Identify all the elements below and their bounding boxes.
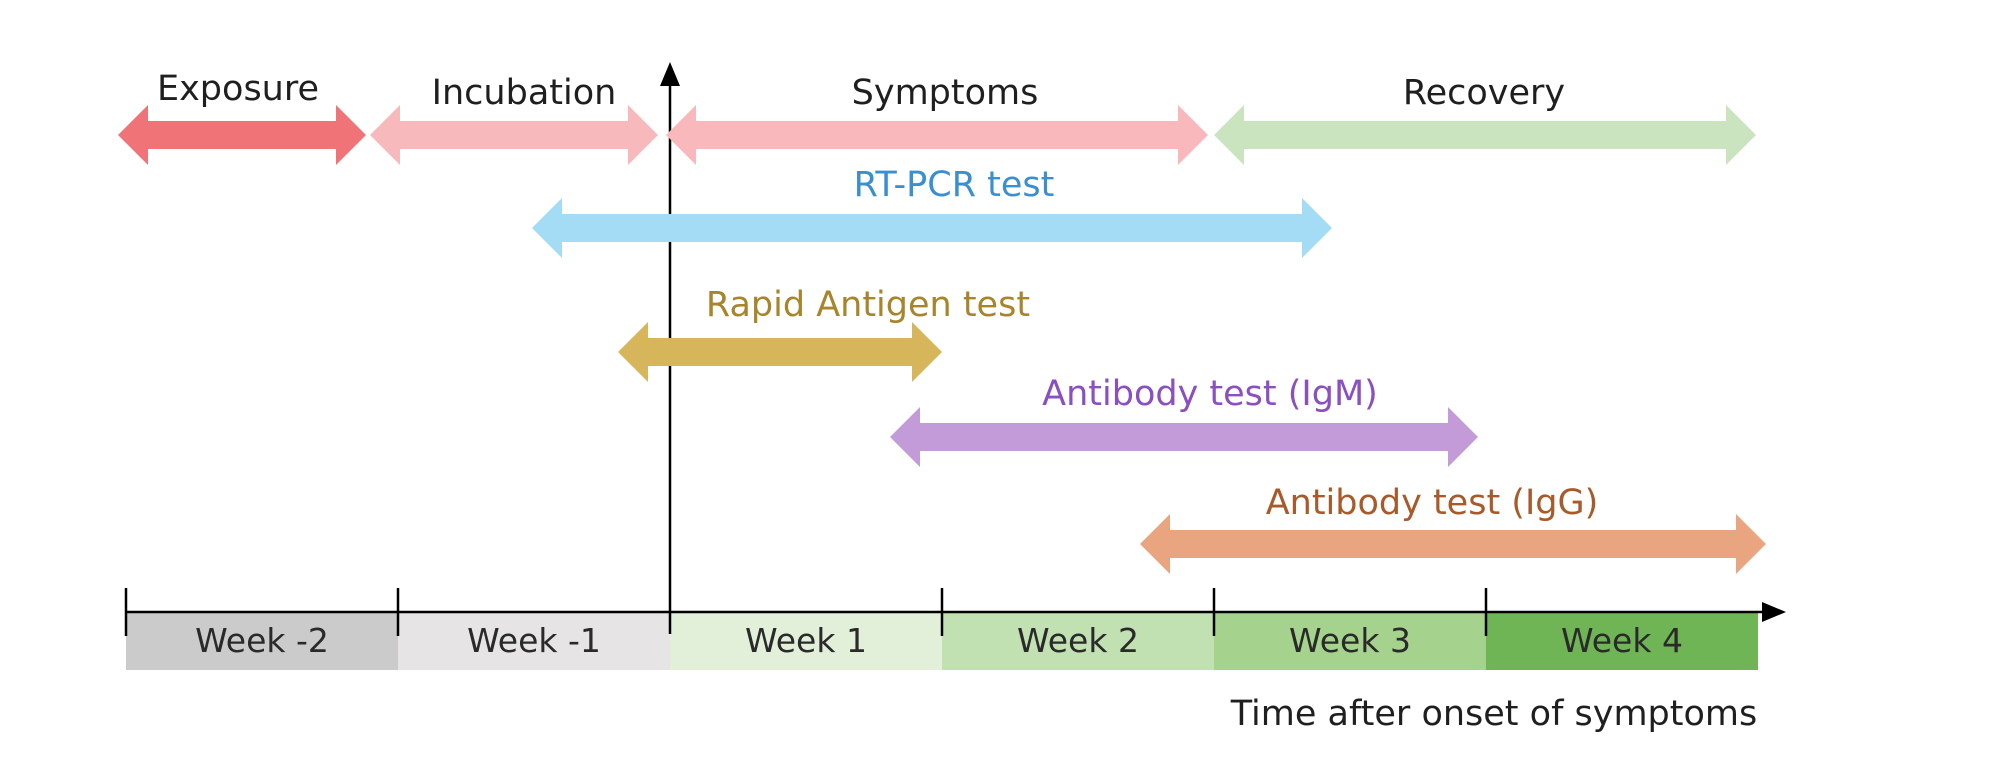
symptoms-arrow [666, 105, 1208, 165]
week-label-minus-2: Week -2 [195, 621, 329, 660]
week-label-4: Week 4 [1561, 621, 1683, 660]
time-axis [124, 588, 1786, 636]
axis-title: Time after onset of symptoms [1230, 694, 1758, 734]
week-bands [126, 612, 1758, 670]
week-band-2 [942, 612, 1214, 670]
incubation-label: Incubation [432, 73, 617, 113]
phase-arrows [118, 105, 1756, 165]
week-band-minus-1 [398, 612, 670, 670]
phase-labels: Exposure Incubation Symptoms Recovery [157, 69, 1565, 113]
week-label-minus-1: Week -1 [467, 621, 601, 660]
recovery-label: Recovery [1403, 73, 1565, 113]
antigen-arrow [618, 322, 942, 382]
igg-label: Antibody test (IgG) [1266, 483, 1599, 523]
rt-pcr-arrow [532, 198, 1332, 258]
exposure-arrow [118, 105, 366, 165]
test-labels: RT-PCR test Rapid Antigen test Antibody … [706, 165, 1598, 523]
incubation-arrow [370, 105, 658, 165]
onset-axis-arrowhead [660, 62, 680, 86]
antigen-label: Rapid Antigen test [706, 285, 1030, 325]
week-band-4 [1486, 612, 1758, 670]
week-label-2: Week 2 [1017, 621, 1139, 660]
week-band-1 [670, 612, 942, 670]
week-band-minus-2 [126, 612, 398, 670]
week-band-3 [1214, 612, 1486, 670]
test-arrows [532, 198, 1766, 574]
igm-arrow [890, 407, 1478, 467]
rt-pcr-label: RT-PCR test [854, 165, 1055, 205]
time-axis-arrowhead [1762, 602, 1786, 622]
symptoms-label: Symptoms [852, 73, 1039, 113]
week-label-1: Week 1 [745, 621, 867, 660]
igm-label: Antibody test (IgM) [1042, 374, 1378, 414]
week-labels: Week -2 Week -1 Week 1 Week 2 Week 3 Wee… [195, 621, 1683, 660]
exposure-label: Exposure [157, 69, 319, 109]
week-label-3: Week 3 [1289, 621, 1411, 660]
igg-arrow [1140, 514, 1766, 574]
recovery-arrow [1214, 105, 1756, 165]
